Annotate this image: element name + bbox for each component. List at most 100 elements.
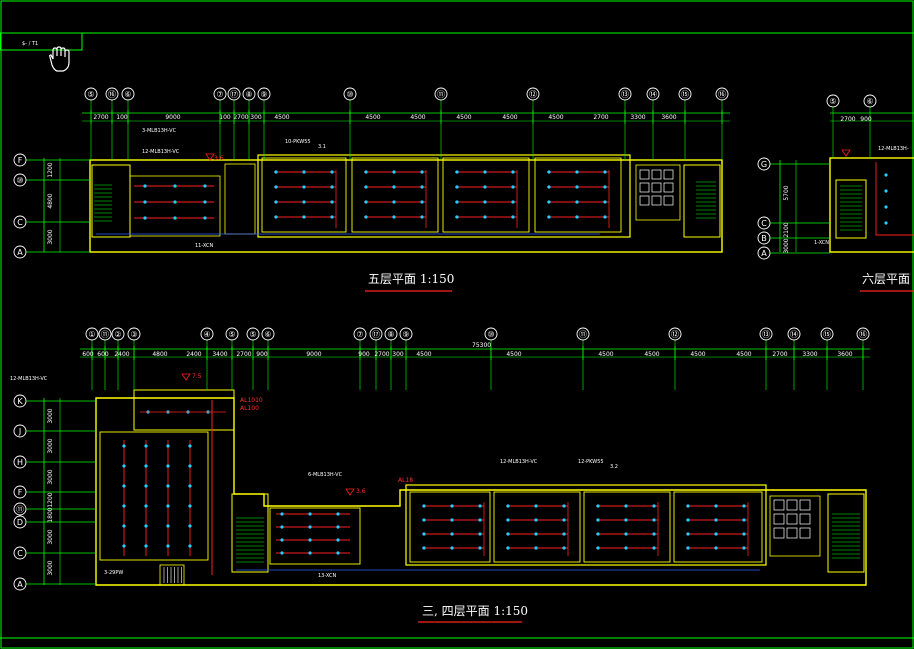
p5-axis-top-0-label: ⑤	[87, 90, 94, 99]
p5-lamp-3-2-1	[575, 200, 579, 204]
p5-lamp-0-0-2	[330, 170, 334, 174]
p34-overall-dim: 75300	[472, 342, 491, 349]
p5-classroom-1	[351, 157, 439, 233]
p34-hall-lamp-0-4	[122, 524, 126, 528]
p34-lamp-3-1-0	[686, 518, 690, 522]
p34-lamp-0-2-2	[478, 532, 482, 536]
p5-axis-top-10-circle	[618, 87, 632, 101]
p5-lamp-2-2-1	[483, 200, 487, 204]
p5-label-12mlb: 12-MLB13H-VC	[142, 149, 180, 155]
p5-lamp-2-1-0	[455, 185, 459, 189]
p34-left-lamp-2-2	[336, 538, 340, 542]
p5-axis-top-13-label: ⑯	[718, 90, 726, 99]
p5-left-lamp-1-2	[203, 200, 207, 204]
p34-axis-left-5: D	[13, 515, 27, 529]
p5-lamp-2-2-0	[455, 200, 459, 204]
p34-label-6mlb: 6-MLB13H-VC	[308, 472, 343, 478]
p34-lamp-3-0-1	[714, 504, 718, 508]
p34-hall-lamp-1-3	[144, 504, 148, 508]
p5-lamp-1-2-2	[420, 200, 424, 204]
p34-dim-top-4: 2400	[186, 351, 201, 358]
p5-dim-top-7: 4500	[365, 114, 380, 121]
p6-axis-left-2: B	[757, 231, 771, 245]
p34-lamp-3-2-1	[714, 532, 718, 536]
p34-axis-left-0: K	[13, 394, 27, 408]
p34-axis-top-7: ⑥	[261, 327, 275, 341]
p5-lamp-1-3-1	[392, 215, 396, 219]
p34-lamp-0-0-1	[450, 504, 454, 508]
p34-lamp-1-1-0	[506, 518, 510, 522]
p5-axis-top-13-circle	[715, 87, 729, 101]
p5-left-lamp-2-2	[203, 216, 207, 220]
p5-axis-left-2-label: C	[17, 218, 23, 227]
p34-axis-top-5-circle	[225, 327, 239, 341]
p34-dim-top-14: 4500	[598, 351, 613, 358]
p5-axis-left-3-label: A	[17, 248, 23, 257]
p34-red-al100: AL100	[240, 405, 259, 412]
p6-dim-top-0: 2700	[840, 116, 855, 123]
p5-dim-top-1: 100	[116, 114, 128, 121]
p34-left-lamp-2-0	[280, 538, 284, 542]
p5-lamp-1-1-0	[364, 185, 368, 189]
hand-cursor-icon	[49, 46, 70, 72]
p5-lamp-2-1-1	[483, 185, 487, 189]
p5-lamp-3-2-2	[603, 200, 607, 204]
p5-axis-top-5-circle	[242, 87, 256, 101]
p6-label-12mlb: 12-MLB13H-	[878, 146, 909, 152]
p5-lamp-2-3-1	[483, 215, 487, 219]
p5-lamp-2-3-2	[511, 215, 515, 219]
p34-hall-lamp-1-4	[144, 524, 148, 528]
p34-lamp-2-2-1	[624, 532, 628, 536]
p34-red-level-75: 7.5	[192, 373, 202, 380]
p5-axis-top-8-label: ⑪	[437, 90, 445, 99]
p34-lamp-2-0-2	[652, 504, 656, 508]
p34-axis-left-5-label: D	[17, 518, 23, 527]
p5-axis-top-10: ⑬	[618, 87, 632, 101]
p6-lamp-0	[884, 173, 888, 177]
p34-left-lamp-0-0	[280, 512, 284, 516]
p5-axis-top-3: ⑦	[213, 87, 227, 101]
p6-axis-left-3: A	[757, 246, 771, 260]
p34-axis-top-8-circle	[353, 327, 367, 341]
p34-dim-top-9: 900	[358, 351, 370, 358]
p34-left-lamp-0-2	[336, 512, 340, 516]
p5-service-room	[224, 163, 256, 235]
p34-dim-left-5: 3000	[47, 529, 54, 544]
p34-left-classroom	[269, 507, 361, 565]
p34-axis-top-3-circle	[127, 327, 141, 341]
p34-axis-top-3: ③	[127, 327, 141, 341]
p5-red-level: 3.6	[214, 155, 224, 162]
p34-dim-left-3: 1200	[47, 492, 54, 507]
p34-dim-top-10: 2700	[374, 351, 389, 358]
p5-dim-top-13: 3300	[630, 114, 645, 121]
p34-dim-top-18: 2700	[772, 351, 787, 358]
p6-axis-left-2-label: B	[761, 234, 767, 243]
p34-hall-lamp-0-1	[122, 464, 126, 468]
p34-hall-lamp-3-5	[188, 544, 192, 548]
p6-dim-left-2: 3000	[783, 238, 790, 253]
p34-axis-top-18: ⑯	[856, 327, 870, 341]
p5-lamp-3-0-0	[547, 170, 551, 174]
p34-lamp-3-3-2	[742, 546, 746, 550]
p5-axis-top-1: ⑯	[105, 87, 119, 101]
p34-lamp-0-1-0	[422, 518, 426, 522]
p34-axis-left-2-label: H	[17, 458, 23, 467]
p34-wc-2-2	[799, 527, 811, 539]
p5-axis-top-2-label: ⑥	[124, 90, 131, 99]
p5-lamp-0-0-1	[302, 170, 306, 174]
p5-lamp-0-3-0	[274, 215, 278, 219]
p34-axis-left-0-label: K	[17, 397, 23, 406]
p34-axis-left-4: ⑪	[13, 502, 27, 516]
p34-lamp-0-2-0	[422, 532, 426, 536]
p34-left-lamp-0-1	[308, 512, 312, 516]
p5-wc-1-1	[651, 182, 662, 193]
p6-lamp-2	[884, 205, 888, 209]
p34-red-al1010: AL1010	[240, 397, 263, 404]
p34-dim-left-2: 3000	[47, 469, 54, 484]
p34-hall-lamp-0-3	[122, 504, 126, 508]
p5-axis-left-1: ⑩	[13, 173, 27, 187]
p34-dim-top-20: 3600	[837, 351, 852, 358]
